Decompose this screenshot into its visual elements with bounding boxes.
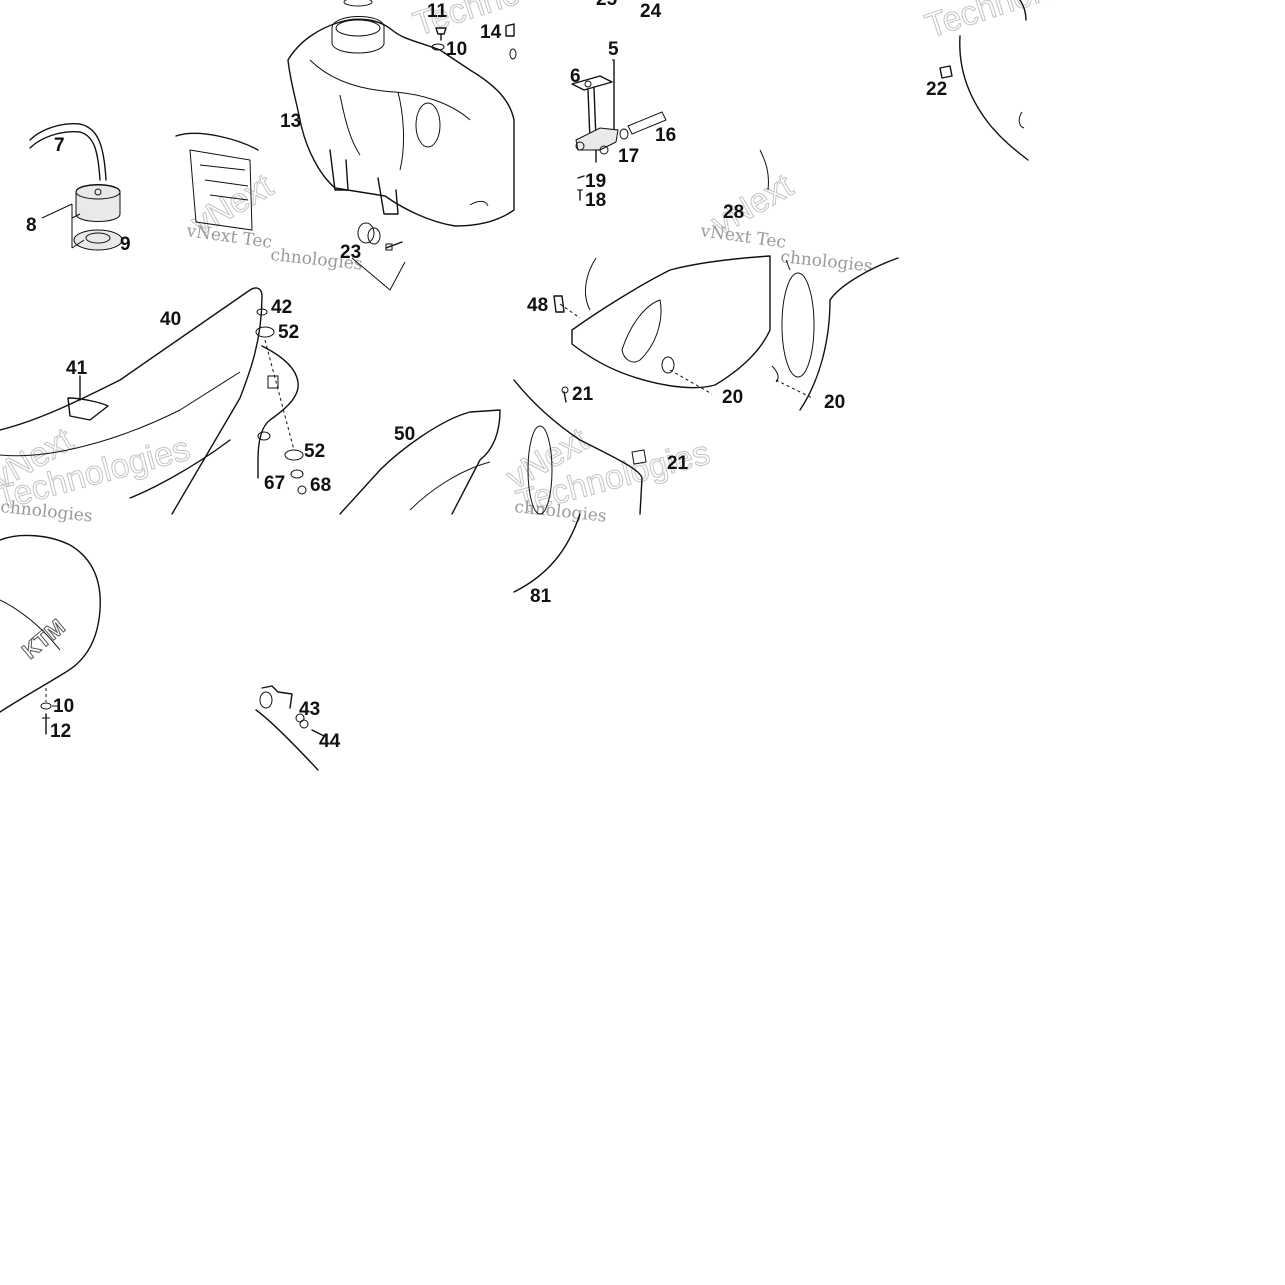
part-label-68: 68 [310,475,331,496]
part-label-25: 25 [596,0,618,10]
part-label-28: 28 [723,202,744,223]
part-label-42: 42 [271,297,292,318]
part-label-6: 6 [570,66,581,87]
fender-drawing [513,513,581,593]
watermark-large-2: Technolo [921,0,1062,46]
part-label-67: 67 [264,473,285,494]
part-label-21a: 21 [572,384,594,405]
bracket-drawing [255,685,325,771]
ktm-logo: KTM [17,614,70,664]
part-label-19: 19 [585,171,606,192]
leader-lines [41,59,614,707]
part-label-14: 14 [480,22,502,43]
knee-pad-drawing [175,132,259,231]
part-label-23: 23 [340,242,361,263]
tank-top-hardware [431,23,517,60]
part-label-48: 48 [527,295,548,316]
watermark-layer: Techno Technolo vNext vNext vNext vNext … [0,0,1062,527]
radiator-shroud-drawing [513,149,791,515]
fuel-tank-drawing [287,0,515,227]
part-label-16: 16 [655,125,676,146]
part-label-17: 17 [618,146,639,167]
tank-mount-hardware [351,222,406,291]
top-right-part-drawing [939,0,1029,161]
part-label-81: 81 [530,586,552,607]
lower-seat-drawing: KTM [0,534,101,735]
part-label-41: 41 [66,358,88,379]
part-label-50: 50 [394,424,415,445]
part-label-10b: 10 [53,696,74,717]
part-label-13: 13 [280,111,301,132]
side-cover-drawing [339,409,501,515]
part-label-18: 18 [585,190,606,211]
seat-drawing [0,287,263,515]
part-label-8: 8 [26,215,37,236]
fuel-cap-drawing [29,123,123,251]
part-label-43: 43 [299,699,320,720]
part-label-7: 7 [54,135,65,156]
side-panel-drawing [255,308,307,495]
part-label-9: 9 [120,234,131,255]
part-label-44: 44 [319,731,341,752]
part-label-52a: 52 [278,322,299,343]
part-label-24: 24 [640,1,662,22]
watermark-text-5: chnologies [0,497,93,527]
part-label-20b: 20 [824,392,845,413]
part-label-10: 10 [446,39,467,60]
part-label-5: 5 [608,39,619,60]
part-label-22: 22 [926,79,947,100]
part-label-11: 11 [427,1,448,22]
part-number-labels: 25 24 11 10 14 5 6 22 13 7 16 17 19 18 8… [26,0,947,752]
part-label-40: 40 [160,309,181,330]
part-label-20a: 20 [722,387,743,408]
watermark-text-3: chnologies [779,247,873,277]
part-label-12: 12 [50,721,71,742]
part-label-21b: 21 [667,453,689,474]
fuel-tap-drawing [571,59,667,201]
part-label-52b: 52 [304,441,325,462]
right-shroud-drawing [771,257,899,411]
